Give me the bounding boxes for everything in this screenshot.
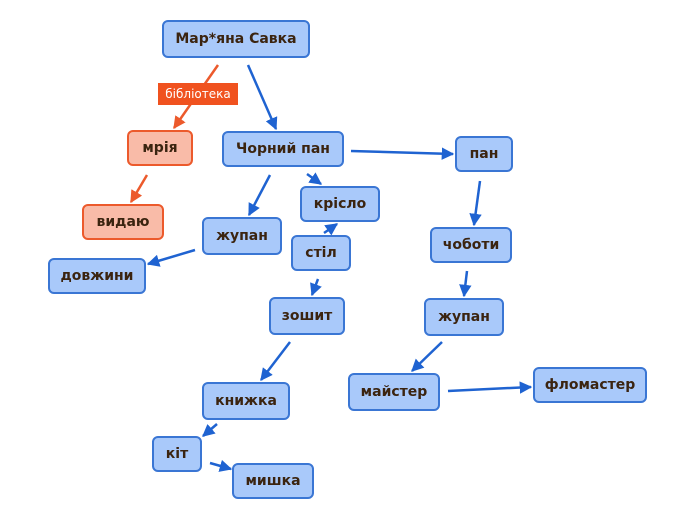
- edge-maister-flomaster: [447, 381, 533, 394]
- node-root[interactable]: Мар*яна Савка: [162, 20, 310, 58]
- edge-label-root-mriia: бібліотека: [158, 83, 238, 105]
- node-dovzhyny[interactable]: довжини: [48, 258, 146, 294]
- node-flomaster[interactable]: фломастер: [533, 367, 647, 403]
- edge-chornyi-pan: [350, 147, 455, 160]
- edge-stil-zoshyt: [310, 278, 322, 297]
- node-kit[interactable]: кіт: [152, 436, 202, 472]
- node-zhupan1[interactable]: жупан: [202, 217, 282, 255]
- edge-root-chornyi: [246, 64, 278, 131]
- node-label: видаю: [96, 214, 150, 230]
- node-label: мрія: [142, 140, 178, 156]
- edge-zhupan2-maister: [411, 341, 443, 372]
- node-label: стіл: [305, 245, 337, 261]
- edge-kit-myshka: [209, 459, 233, 472]
- node-pan[interactable]: пан: [455, 136, 513, 172]
- node-label: чоботи: [442, 237, 500, 253]
- node-label: довжини: [60, 268, 134, 284]
- node-vydaiu[interactable]: видаю: [82, 204, 164, 240]
- node-maister[interactable]: майстер: [348, 373, 440, 411]
- node-label: фломастер: [544, 377, 636, 393]
- node-zoshyt[interactable]: зошит: [269, 297, 345, 335]
- node-label: жупан: [216, 228, 268, 244]
- edge-stil-krislo: [323, 222, 339, 236]
- node-label: майстер: [360, 384, 428, 400]
- node-krislo[interactable]: крісло: [300, 186, 380, 222]
- node-choboty[interactable]: чоботи: [430, 227, 512, 263]
- node-label: кіт: [165, 446, 189, 462]
- edge-chornyi-krislo: [306, 172, 323, 186]
- node-label: крісло: [313, 196, 367, 212]
- edge-choboty-zhupan2: [459, 270, 472, 298]
- node-label: пан: [469, 146, 499, 162]
- edge-knyzhka-kit: [202, 423, 218, 437]
- edge-pan-choboty: [469, 180, 482, 227]
- node-label: Чорний пан: [236, 141, 330, 157]
- edge-mriia-vydaiu: [129, 174, 149, 204]
- edge-chornyi-zhupan1: [247, 174, 272, 217]
- node-label: книжка: [215, 393, 277, 409]
- node-knyzhka[interactable]: книжка: [202, 382, 290, 420]
- node-myshka[interactable]: мишка: [232, 463, 314, 499]
- edge-zhupan1-dovzhyny: [146, 248, 196, 267]
- node-label: жупан: [438, 309, 490, 325]
- node-label: мишка: [245, 473, 301, 489]
- edge-zoshyt-knyzhka: [260, 341, 291, 381]
- node-mriia[interactable]: мрія: [127, 130, 193, 166]
- node-label: зошит: [281, 308, 333, 324]
- node-zhupan2[interactable]: жупан: [424, 298, 504, 336]
- node-chornyi[interactable]: Чорний пан: [222, 131, 344, 167]
- node-label: Мар*яна Савка: [175, 31, 297, 47]
- node-stil[interactable]: стіл: [291, 235, 351, 271]
